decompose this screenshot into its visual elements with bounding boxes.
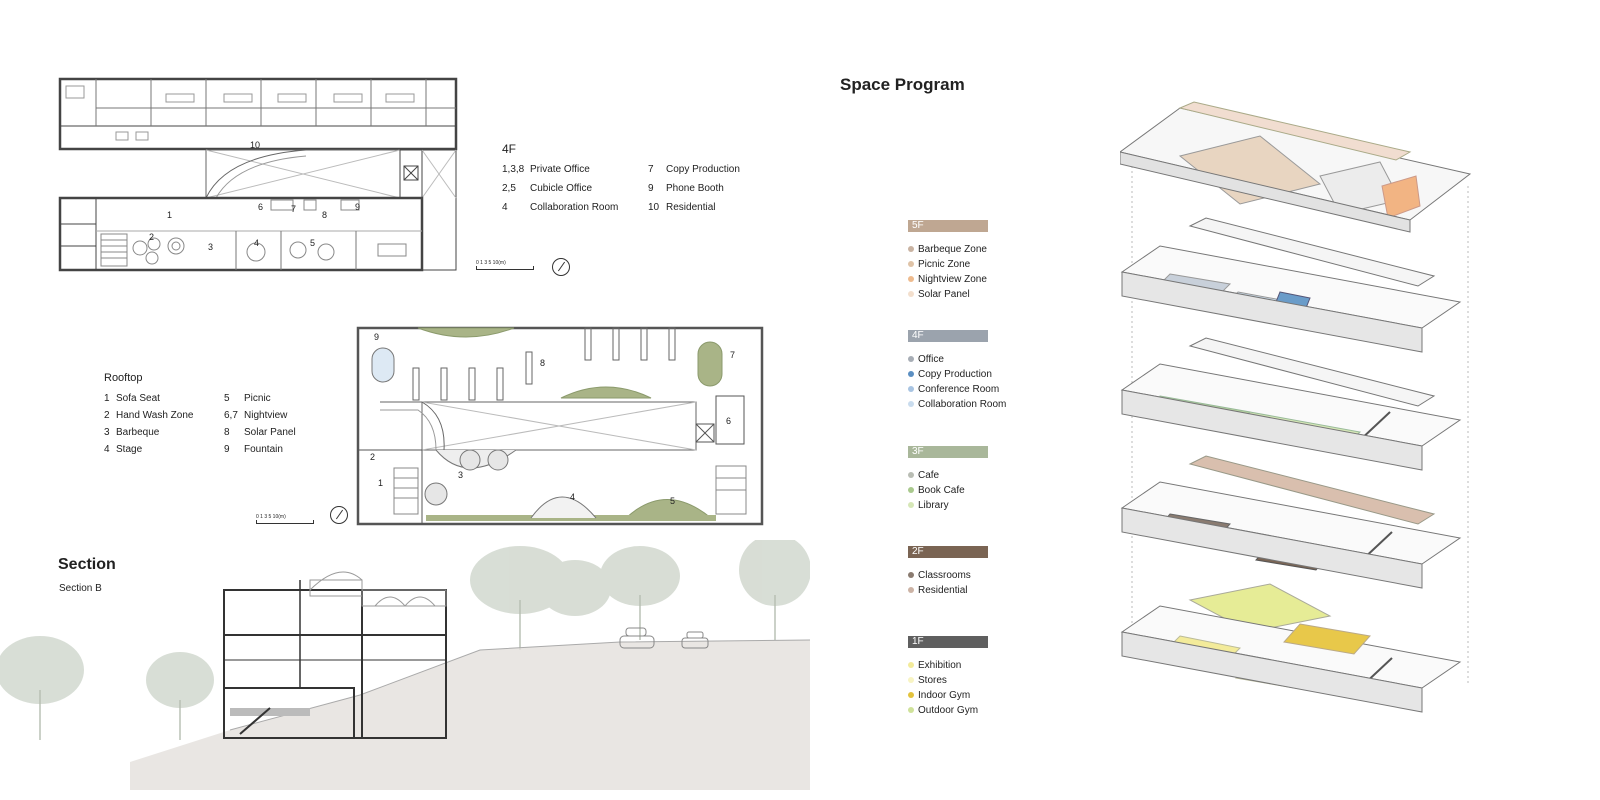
legend-dot	[908, 472, 914, 478]
plan-4f-label-5: 5	[310, 238, 315, 248]
legend-4f-title: 4F	[502, 142, 517, 156]
legend-item: Classrooms	[908, 568, 988, 583]
rooftop-label-4: 4	[570, 492, 575, 502]
rooftop-label-5: 5	[670, 496, 675, 506]
floor-legend-5f: 5F Barbeque Zone Picnic Zone Nightview Z…	[908, 220, 988, 302]
axon-level-1f	[1120, 583, 1462, 713]
legend-item: Outdoor Gym	[908, 703, 988, 718]
rooftop-plan: 9 8 7 6 2 1 3 4 5	[356, 326, 764, 526]
legend-dot	[908, 707, 914, 713]
rooftop-label-6: 6	[726, 416, 731, 426]
legend-dot	[908, 572, 914, 578]
legend-item: Solar Panel	[908, 287, 988, 302]
plan-4f-label-4: 4	[254, 238, 259, 248]
floor-badge-4f: 4F	[908, 330, 988, 342]
floor-legend-4f: 4F Office Copy Production Conference Roo…	[908, 330, 1006, 412]
plan-4f-label-2: 2	[149, 232, 154, 242]
plan-4f-label-3: 3	[208, 242, 213, 252]
rooftop-label-1: 1	[378, 478, 383, 488]
legend-dot	[908, 291, 914, 297]
legend-dot	[908, 401, 914, 407]
legend-item: Copy Production	[908, 367, 1006, 382]
plan-4f-label-8: 8	[322, 210, 327, 220]
legend-item: Indoor Gym	[908, 688, 988, 703]
legend-item: Barbeque Zone	[908, 242, 988, 257]
rooftop-label-7: 7	[730, 350, 735, 360]
floor-badge-3f: 3F	[908, 446, 988, 458]
legend-dot	[908, 371, 914, 377]
section-subtitle: Section B	[59, 583, 102, 594]
plan-4f-label-9: 9	[355, 202, 360, 212]
legend-item: Collaboration Room	[908, 397, 1006, 412]
section-drawing	[0, 540, 810, 790]
legend-item: Cafe	[908, 468, 988, 483]
plan-4f-label-1: 1	[167, 210, 172, 220]
legend-dot	[908, 662, 914, 668]
legend-item: Nightview Zone	[908, 272, 988, 287]
legend-dot	[908, 356, 914, 362]
legend-item: Picnic Zone	[908, 257, 988, 272]
legend-item: Stores	[908, 673, 988, 688]
rooftop-label-8: 8	[540, 358, 545, 368]
legend-dot	[908, 261, 914, 267]
legend-item: Book Cafe	[908, 483, 988, 498]
scale-bar-rooftop-label: 0 1 3 5 10(m)	[256, 514, 286, 520]
axon-level-5f	[1120, 101, 1472, 233]
plan-4f-label-10: 10	[250, 140, 260, 150]
plan-4f-label-7: 7	[291, 204, 296, 214]
legend-item: Conference Room	[908, 382, 1006, 397]
legend-rooftop-title: Rooftop	[104, 372, 143, 384]
rooftop-label-2: 2	[370, 452, 375, 462]
space-program-title: Space Program	[840, 75, 965, 94]
legend-dot	[908, 246, 914, 252]
legend-dot	[908, 677, 914, 683]
rooftop-label-3: 3	[458, 470, 463, 480]
section-title: Section	[58, 556, 116, 573]
floor-legend-1f: 1F Exhibition Stores Indoor Gym Outdoor …	[908, 636, 988, 718]
scale-bar-4f-label: 0 1 3 5 10(m)	[476, 260, 506, 266]
floor-legend-2f: 2F Classrooms Residential	[908, 546, 988, 598]
axon-level-3f	[1120, 337, 1462, 471]
rooftop-label-9: 9	[374, 332, 379, 342]
legend-dot	[908, 502, 914, 508]
floor-plan-4f: 10 1 6 7 8 9 2 3 4 5	[58, 77, 458, 272]
legend-dot	[908, 487, 914, 493]
floor-badge-1f: 1F	[908, 636, 988, 648]
legend-item: Office	[908, 352, 1006, 367]
exploded-axonometric	[1120, 101, 1472, 713]
legend-dot	[908, 386, 914, 392]
floor-badge-5f: 5F	[908, 220, 988, 232]
legend-item: Library	[908, 498, 988, 513]
legend-item: Exhibition	[908, 658, 988, 673]
axon-level-2f	[1120, 455, 1462, 589]
legend-dot	[908, 692, 914, 698]
legend-dot	[908, 276, 914, 282]
legend-item: Residential	[908, 583, 988, 598]
axon-level-4f	[1120, 217, 1462, 353]
north-arrow-icon	[330, 506, 348, 524]
floor-legend-3f: 3F Cafe Book Cafe Library	[908, 446, 988, 513]
north-arrow-icon	[552, 258, 570, 276]
legend-dot	[908, 587, 914, 593]
plan-4f-label-6: 6	[258, 202, 263, 212]
floor-badge-2f: 2F	[908, 546, 988, 558]
